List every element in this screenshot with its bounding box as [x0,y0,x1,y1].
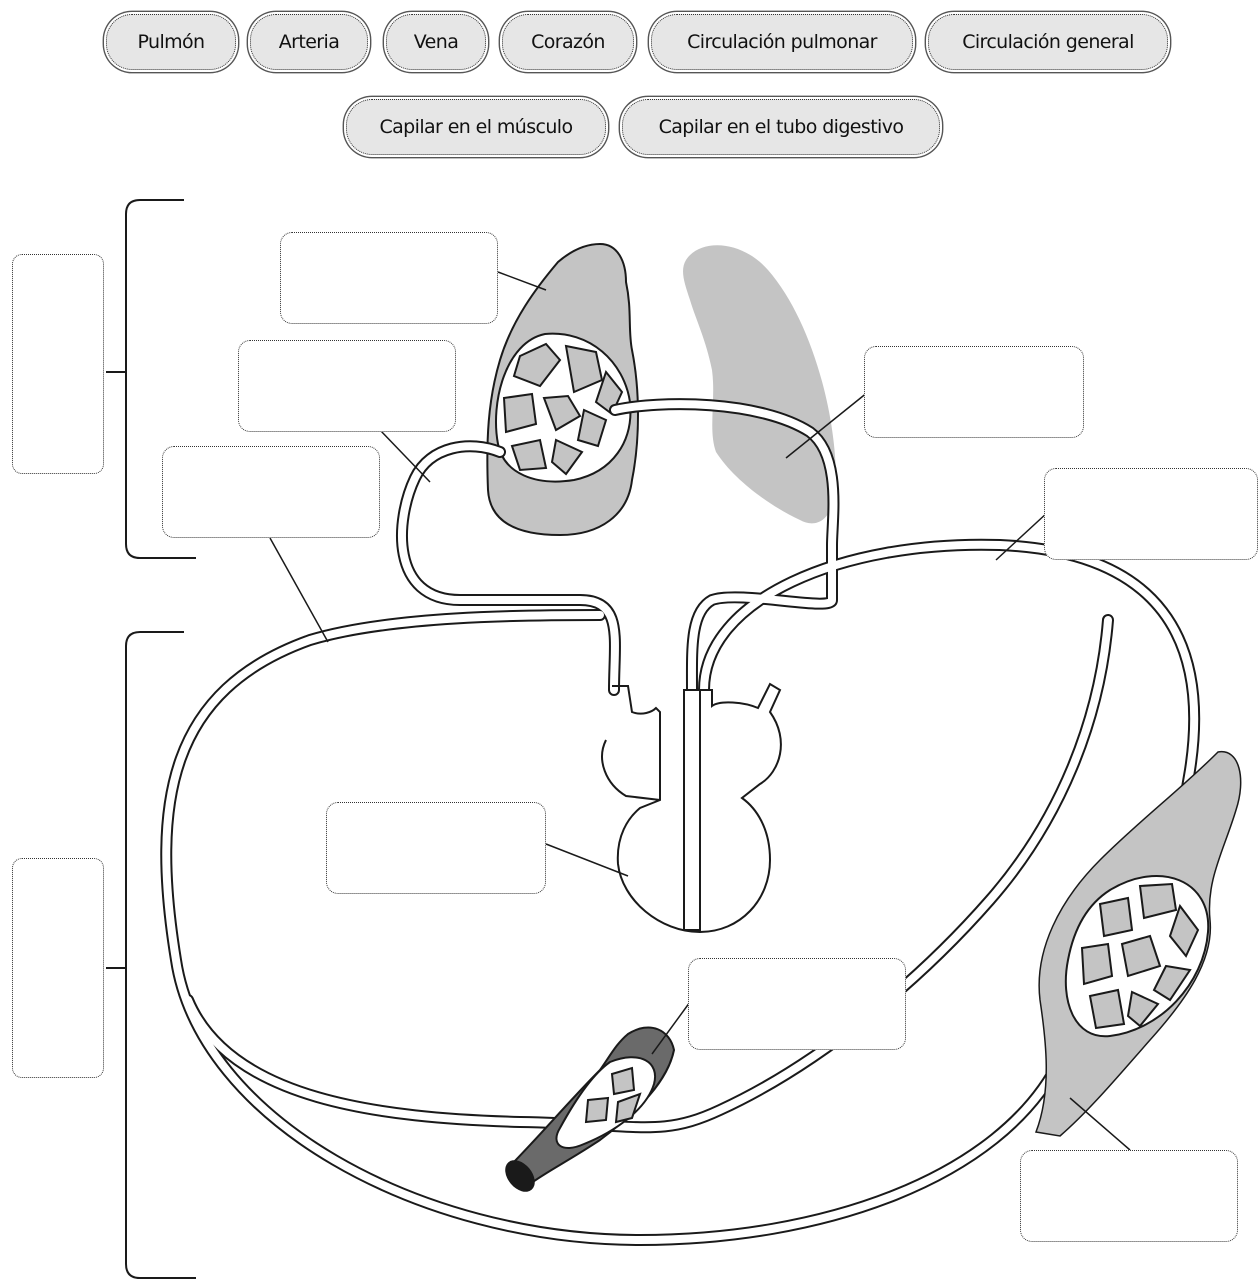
intestine-shape [499,1027,674,1197]
bracket-general [126,632,196,1278]
answer-box-right-upper[interactable] [864,346,1084,438]
answer-box-vessel-mid-left[interactable] [162,446,380,538]
answer-box-right-mid[interactable] [1044,468,1258,560]
heart-shape [602,684,781,932]
answer-box-lung[interactable] [280,232,498,324]
answer-box-left-bottom[interactable] [12,858,104,1078]
answer-box-left-top[interactable] [12,254,104,474]
answer-box-bottom-right[interactable] [1020,1150,1238,1242]
answer-box-center-lower[interactable] [688,958,906,1050]
right-lung-shape [683,245,836,523]
answer-box-vessel-upper-left[interactable] [238,340,456,432]
answer-box-heart[interactable] [326,802,546,894]
